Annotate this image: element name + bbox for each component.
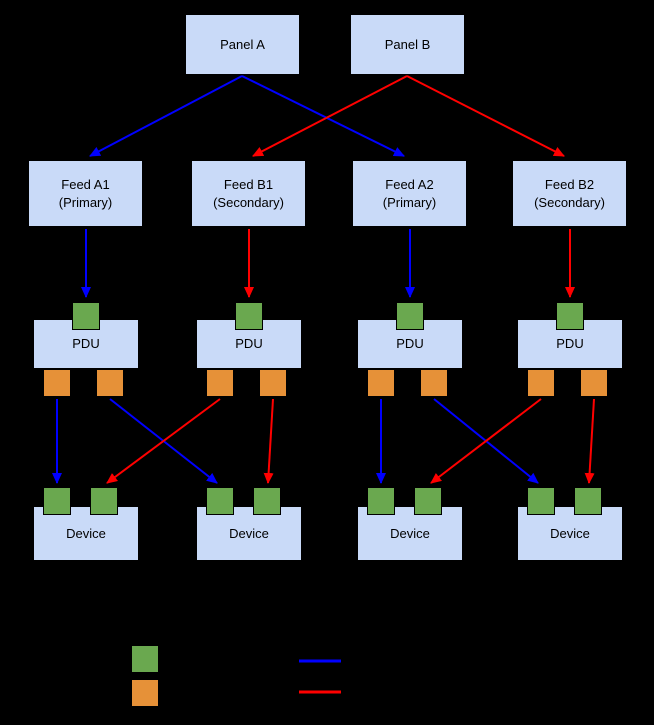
legend-output-port-swatch xyxy=(131,679,159,707)
device-2-input-port-right xyxy=(253,487,281,515)
device-1-input-port-right xyxy=(90,487,118,515)
pdu-2-output-port-left xyxy=(206,369,234,397)
arrow-pdu-2-to-device-1 xyxy=(106,398,221,484)
pdu-3-output-port-right xyxy=(420,369,448,397)
node-device-2: Device xyxy=(196,506,302,561)
node-feed-a2: Feed A2 (Primary) xyxy=(352,160,467,227)
arrow-pdu-2-to-device-2 xyxy=(263,398,274,484)
arrow-pdu-4-to-device-3 xyxy=(430,398,542,484)
arrow-panel-b-to-feed-b1 xyxy=(252,75,408,157)
pdu-1-output-port-right xyxy=(96,369,124,397)
node-device-1: Device xyxy=(33,506,139,561)
pdu-1-input-port xyxy=(72,302,100,330)
node-pdu-1: PDU xyxy=(33,319,139,369)
node-feed-b2: Feed B2 (Secondary) xyxy=(512,160,627,227)
arrow-pdu-4-to-device-4 xyxy=(584,398,595,484)
arrow-panel-a-to-feed-a1 xyxy=(89,75,243,157)
device-4-input-port-left xyxy=(527,487,555,515)
node-feed-a1: Feed A1 (Primary) xyxy=(28,160,143,227)
pdu-4-output-port-right xyxy=(580,369,608,397)
device-1-input-port-left xyxy=(43,487,71,515)
node-panel-b: Panel B xyxy=(350,14,465,75)
arrow-panel-a-to-feed-a2 xyxy=(241,75,405,157)
pdu-3-output-port-left xyxy=(367,369,395,397)
pdu-2-output-port-right xyxy=(259,369,287,397)
device-2-input-port-left xyxy=(206,487,234,515)
device-3-input-port-right xyxy=(414,487,442,515)
node-panel-a: Panel A xyxy=(185,14,300,75)
node-feed-b1: Feed B1 (Secondary) xyxy=(191,160,306,227)
node-device-3: Device xyxy=(357,506,463,561)
device-4-input-port-right xyxy=(574,487,602,515)
node-device-4: Device xyxy=(517,506,623,561)
pdu-4-input-port xyxy=(556,302,584,330)
pdu-1-output-port-left xyxy=(43,369,71,397)
pdu-3-input-port xyxy=(396,302,424,330)
arrow-panel-b-to-feed-b2 xyxy=(406,75,565,157)
legend-input-port-swatch xyxy=(131,645,159,673)
pdu-2-input-port xyxy=(235,302,263,330)
device-3-input-port-left xyxy=(367,487,395,515)
pdu-4-output-port-left xyxy=(527,369,555,397)
